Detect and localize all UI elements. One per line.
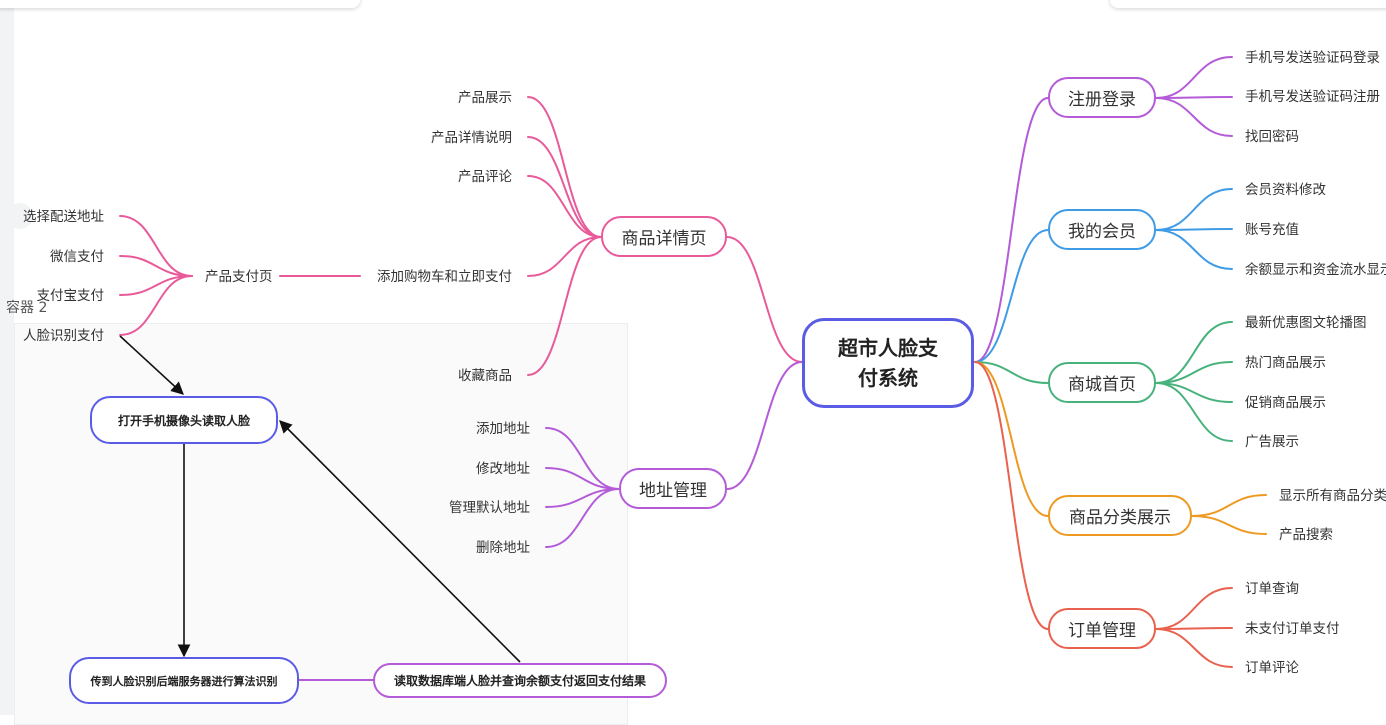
link-address-leaf-1 [545, 467, 620, 490]
leaf-address-3[interactable]: 管理默认地址 [449, 500, 530, 516]
link-member-leaf-2 [1155, 229, 1233, 270]
flow-database-box[interactable]: 读取数据库端人脸并查询余额支付返回支付结果 [373, 663, 667, 698]
leaf-detail-4[interactable]: 添加购物车和立即支付 [377, 269, 512, 285]
root-line-1: 超市人脸支 [838, 336, 938, 360]
leaf-home-3[interactable]: 促销商品展示 [1245, 395, 1326, 411]
node-pay-page[interactable]: 产品支付页 [205, 269, 273, 285]
leaf-member-1[interactable]: 会员资料修改 [1245, 182, 1326, 198]
leaf-home-4[interactable]: 广告展示 [1245, 434, 1299, 450]
node-product-detail[interactable]: 商品详情页 [601, 216, 727, 257]
leaf-pay-3[interactable]: 支付宝支付 [36, 288, 105, 304]
link-root-home [974, 361, 1049, 384]
leaf-detail-1[interactable]: 产品展示 [458, 90, 512, 106]
root-line-2: 付系统 [858, 366, 918, 390]
link-detail-leaf-0 [527, 96, 602, 238]
link-pay-leaf-2 [119, 275, 193, 296]
leaf-pay-4[interactable]: 人脸识别支付 [23, 328, 104, 344]
leaf-address-2[interactable]: 修改地址 [476, 461, 530, 477]
top-right-card [1110, 0, 1386, 8]
link-member-leaf-1 [1155, 228, 1233, 231]
node-register[interactable]: 注册登录 [1048, 77, 1156, 118]
link-order-leaf-1 [1155, 627, 1233, 630]
leaf-member-2[interactable]: 账号充值 [1245, 222, 1299, 238]
link-root-member [974, 229, 1049, 363]
leaf-category-1[interactable]: 显示所有商品分类 [1279, 488, 1386, 504]
link-member-leaf-0 [1155, 188, 1233, 231]
leaf-detail-5[interactable]: 收藏商品 [458, 368, 512, 384]
link-root-category [974, 361, 1049, 517]
leaf-order-1[interactable]: 订单查询 [1245, 581, 1299, 597]
link-home-leaf-1 [1155, 361, 1233, 384]
leaf-register-1[interactable]: 手机号发送验证码登录 [1245, 50, 1380, 66]
leaf-address-1[interactable]: 添加地址 [476, 421, 530, 437]
link-address-leaf-2 [545, 488, 620, 508]
container-label: 容器 2 [6, 300, 48, 316]
leaf-order-2[interactable]: 未支付订单支付 [1245, 621, 1340, 637]
leaf-detail-3[interactable]: 产品评论 [458, 169, 512, 185]
node-home[interactable]: 商城首页 [1048, 362, 1156, 403]
link-root-address [726, 361, 803, 490]
link-home-leaf-3 [1155, 382, 1233, 442]
arrow-pay-to-camera [119, 335, 184, 395]
link-root-order [974, 361, 1049, 630]
link-address-leaf-3 [545, 488, 620, 548]
top-left-card [0, 0, 360, 8]
link-detail-leaf-2 [527, 175, 602, 238]
link-pay-leaf-1 [119, 255, 193, 277]
leaf-home-1[interactable]: 最新优惠图文轮播图 [1245, 315, 1367, 331]
link-register-leaf-0 [1155, 56, 1233, 99]
leaf-category-2[interactable]: 产品搜索 [1279, 527, 1333, 543]
link-pay-leaf-3 [119, 275, 193, 336]
link-category-leaf-1 [1191, 515, 1267, 535]
link-detail-leaf-4 [527, 236, 602, 376]
node-order[interactable]: 订单管理 [1048, 608, 1156, 649]
leaf-order-3[interactable]: 订单评论 [1245, 660, 1299, 676]
leaf-home-2[interactable]: 热门商品展示 [1245, 355, 1326, 371]
flow-camera-box[interactable]: 打开手机摄像头读取人脸 [90, 396, 278, 444]
link-category-leaf-0 [1191, 494, 1267, 517]
leaf-pay-2[interactable]: 微信支付 [50, 249, 104, 265]
link-root-register [974, 97, 1049, 363]
leaf-register-3[interactable]: 找回密码 [1245, 129, 1299, 145]
link-home-leaf-0 [1155, 321, 1233, 384]
link-detail-leaf-3 [527, 236, 602, 277]
leaf-detail-2[interactable]: 产品详情说明 [431, 130, 512, 146]
link-register-leaf-2 [1155, 97, 1233, 137]
leaf-register-2[interactable]: 手机号发送验证码注册 [1245, 89, 1380, 105]
link-home-leaf-2 [1155, 382, 1233, 403]
collapse-handle[interactable] [7, 203, 33, 229]
link-order-leaf-2 [1155, 628, 1233, 668]
node-category[interactable]: 商品分类展示 [1048, 495, 1192, 536]
leaf-pay-1[interactable]: 选择配送地址 [23, 209, 104, 225]
link-detail-leaf-1 [527, 136, 602, 238]
flow-backend-box[interactable]: 传到人脸识别后端服务器进行算法识别 [69, 657, 299, 704]
link-pay-leaf-0 [119, 215, 193, 277]
arrow-database-to-camera [279, 420, 521, 663]
node-address[interactable]: 地址管理 [619, 468, 727, 509]
link-address-leaf-0 [545, 427, 620, 490]
left-panel-edge [0, 0, 14, 715]
root-node[interactable]: 超市人脸支 付系统 [802, 318, 974, 408]
leaf-address-4[interactable]: 删除地址 [476, 540, 530, 556]
link-register-leaf-1 [1155, 96, 1233, 99]
node-member[interactable]: 我的会员 [1048, 209, 1156, 250]
leaf-member-3[interactable]: 余额显示和资金流水显示 [1245, 262, 1386, 278]
link-order-leaf-0 [1155, 587, 1233, 630]
link-root-detail [726, 236, 803, 363]
